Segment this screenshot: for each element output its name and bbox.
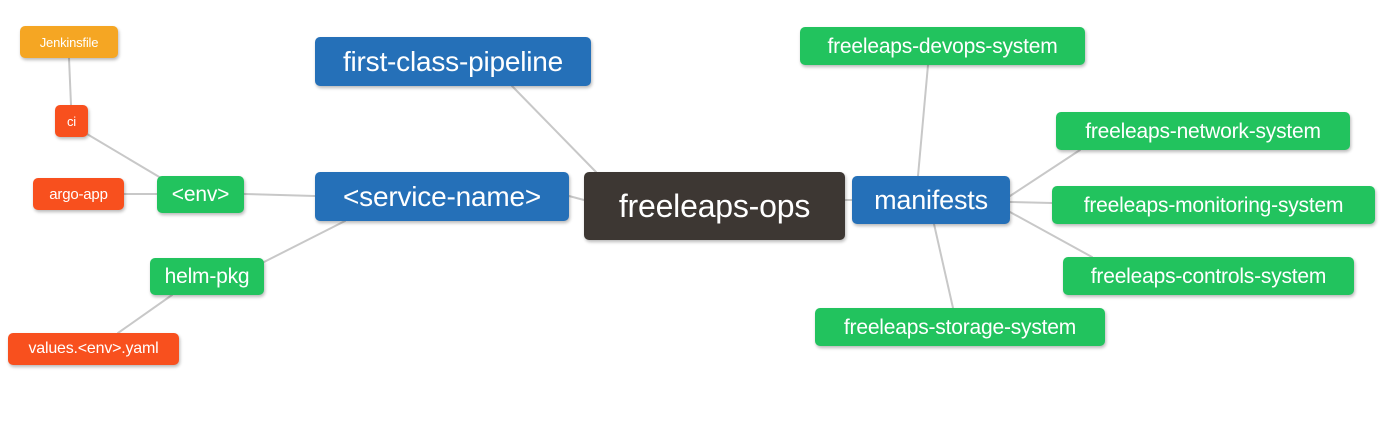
node-env[interactable]: <env> bbox=[157, 176, 244, 213]
edge-service-name-to-freeleaps-ops bbox=[568, 195, 585, 201]
node-label: helm-pkg bbox=[164, 265, 250, 288]
edge-env-to-service-name bbox=[243, 193, 316, 197]
node-label: freeleaps-storage-system bbox=[843, 315, 1077, 339]
edge-manifests-to-freeleaps-devops-system bbox=[917, 64, 929, 177]
edge-first-class-pipeline-to-freeleaps-ops bbox=[511, 85, 597, 173]
node-first-class-pipeline[interactable]: first-class-pipeline bbox=[315, 37, 591, 86]
node-label: <env> bbox=[171, 183, 230, 206]
edge-values-env-yaml-to-helm-pkg bbox=[117, 294, 173, 334]
edge-jenkinsfile-to-ci bbox=[68, 57, 72, 106]
edge-ci-to-env bbox=[86, 133, 167, 182]
node-label: freeleaps-network-system bbox=[1085, 119, 1321, 143]
node-label: ci bbox=[67, 113, 76, 129]
node-jenkinsfile[interactable]: Jenkinsfile bbox=[20, 26, 118, 58]
node-label: freeleaps-ops bbox=[618, 188, 811, 224]
edge-manifests-to-freeleaps-monitoring-system bbox=[1009, 201, 1053, 204]
edge-manifests-to-freeleaps-storage-system bbox=[933, 223, 954, 309]
node-label: freeleaps-controls-system bbox=[1090, 264, 1327, 288]
node-helm-pkg[interactable]: helm-pkg bbox=[150, 258, 264, 295]
node-label: freeleaps-devops-system bbox=[827, 34, 1058, 58]
node-label: Jenkinsfile bbox=[39, 34, 99, 50]
node-freeleaps-devops-system[interactable]: freeleaps-devops-system bbox=[800, 27, 1085, 65]
node-service-name[interactable]: <service-name> bbox=[315, 172, 569, 221]
node-label: first-class-pipeline bbox=[342, 45, 564, 77]
node-manifests[interactable]: manifests bbox=[852, 176, 1010, 224]
node-values-env-yaml[interactable]: values.<env>.yaml bbox=[8, 333, 179, 365]
node-argo-app[interactable]: argo-app bbox=[33, 178, 124, 210]
node-freeleaps-network-system[interactable]: freeleaps-network-system bbox=[1056, 112, 1350, 150]
node-label: values.<env>.yaml bbox=[28, 340, 159, 357]
node-label: argo-app bbox=[49, 185, 108, 203]
node-freeleaps-storage-system[interactable]: freeleaps-storage-system bbox=[815, 308, 1105, 346]
node-ci[interactable]: ci bbox=[55, 105, 88, 137]
node-freeleaps-monitoring-system[interactable]: freeleaps-monitoring-system bbox=[1052, 186, 1375, 224]
node-freeleaps-ops[interactable]: freeleaps-ops bbox=[584, 172, 845, 240]
edge-helm-pkg-to-service-name bbox=[263, 220, 346, 263]
node-label: manifests bbox=[874, 184, 988, 215]
node-label: freeleaps-monitoring-system bbox=[1083, 193, 1344, 217]
node-label: <service-name> bbox=[343, 180, 541, 212]
node-freeleaps-controls-system[interactable]: freeleaps-controls-system bbox=[1063, 257, 1354, 295]
